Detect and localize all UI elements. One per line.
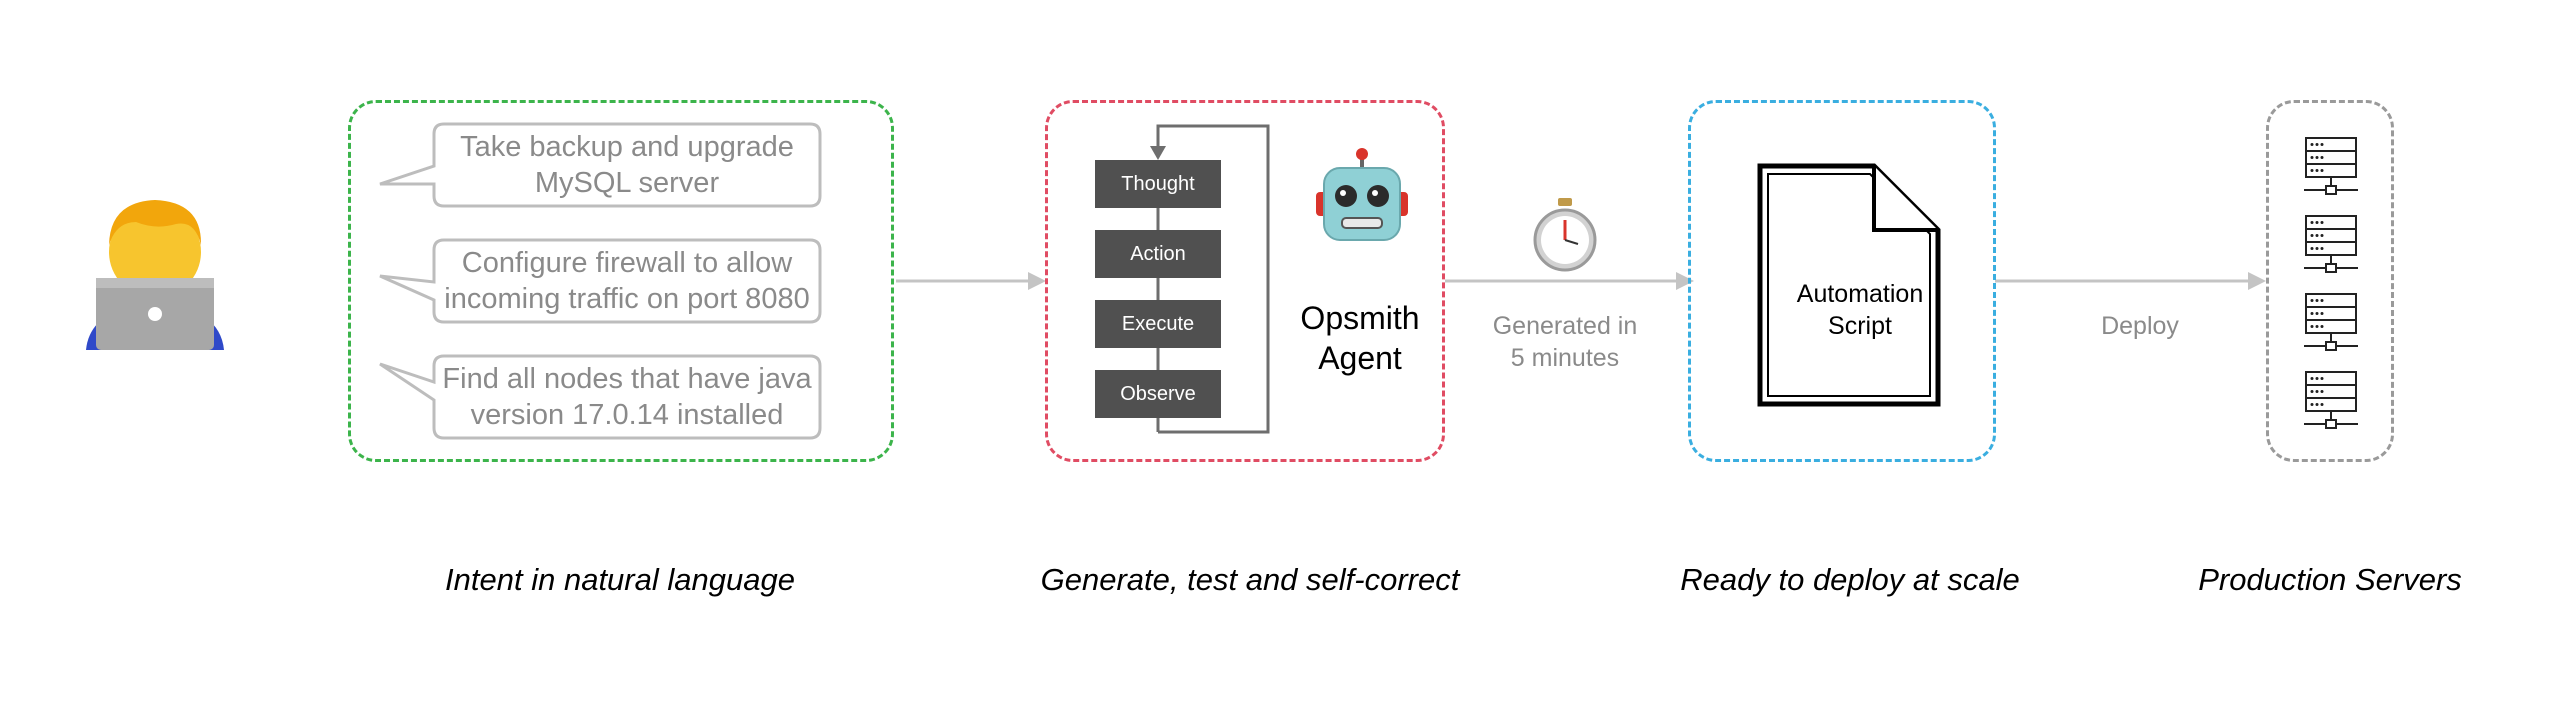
- servers-box: [2266, 100, 2394, 462]
- servers-caption: Production Servers: [2198, 562, 2462, 597]
- intent-box: [348, 100, 894, 462]
- server-icon: [2304, 215, 2358, 273]
- intent-caption: Intent in natural language: [445, 562, 795, 597]
- agent-box: [1045, 100, 1445, 462]
- generation-time-line: Generated in: [1492, 312, 1638, 340]
- stopwatch-icon: [1533, 198, 1597, 272]
- step-thought: Thought: [1095, 160, 1221, 208]
- developer-laptop-icon: [86, 200, 224, 350]
- robot-icon: [1316, 148, 1408, 241]
- intent-bubble: Find all nodes that have java version 17.…: [376, 354, 822, 440]
- bubble-text-line: version 17.0.14 installed: [470, 399, 784, 431]
- deploy-label: Deploy: [2101, 312, 2179, 340]
- bubble-text-line: Find all nodes that have java: [442, 363, 812, 395]
- step-action: Action: [1095, 230, 1221, 278]
- intent-bubble: Configure firewall to allow incoming traf…: [376, 238, 822, 324]
- bubble-text-line: Take backup and upgrade: [460, 131, 794, 163]
- script-label: Automation Script: [1760, 278, 1960, 342]
- server-icon: [2304, 371, 2358, 429]
- agent-name: Opsmith Agent: [1278, 298, 1442, 378]
- script-label-line: Script: [1828, 312, 1892, 340]
- generation-time-line: 5 minutes: [1510, 344, 1620, 372]
- server-icon: [2304, 137, 2358, 195]
- step-observe: Observe: [1095, 370, 1221, 418]
- generation-time-label: Generated in 5 minutes: [1470, 310, 1660, 374]
- step-execute: Execute: [1095, 300, 1221, 348]
- bubble-text-line: Configure firewall to allow: [461, 247, 793, 279]
- agent-name-line: Opsmith: [1300, 300, 1420, 336]
- document-icon: [1757, 163, 1941, 407]
- agent-caption: Generate, test and self-correct: [1040, 562, 1460, 597]
- server-icon: [2304, 293, 2358, 351]
- bubble-text-line: MySQL server: [534, 167, 720, 199]
- script-caption: Ready to deploy at scale: [1680, 562, 2020, 597]
- bubble-text-line: incoming traffic on port 8080: [444, 283, 810, 315]
- script-label-line: Automation: [1796, 280, 1924, 308]
- script-box: [1688, 100, 1996, 462]
- agent-name-line: Agent: [1318, 340, 1402, 376]
